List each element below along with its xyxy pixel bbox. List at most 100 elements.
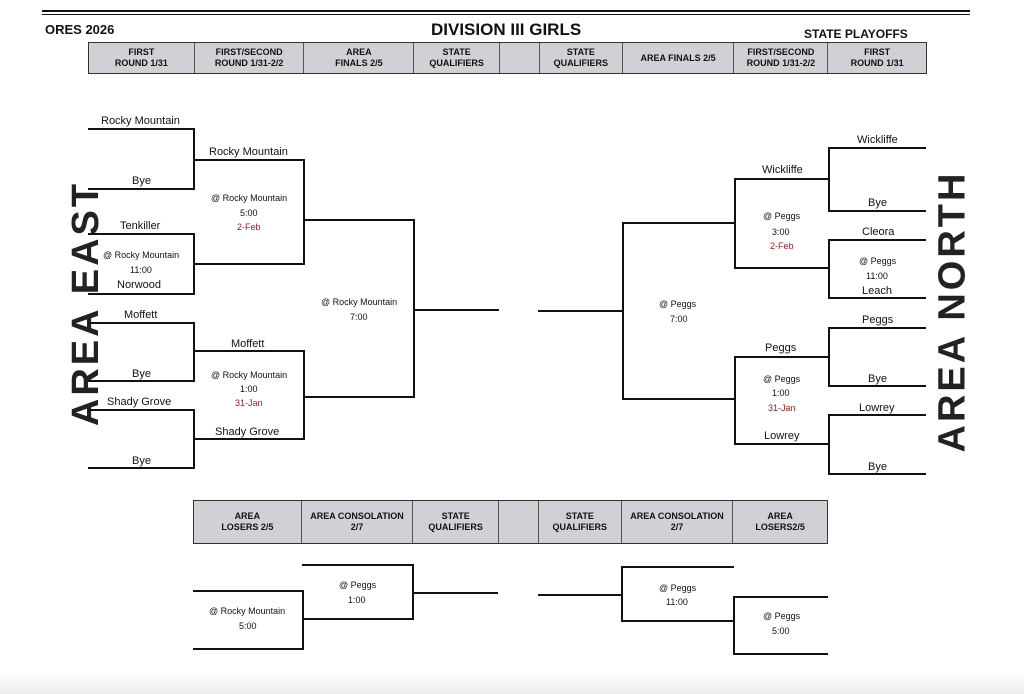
bracket-line: [828, 473, 926, 475]
team-name: Wickliffe: [762, 164, 803, 176]
bracket-line: [828, 239, 830, 299]
team-name: Cleora: [862, 226, 895, 238]
game-date: 31-Jan: [235, 398, 263, 408]
page-edge-shadow: [0, 672, 1024, 694]
bracket-line: [88, 467, 194, 469]
game-site: @ Peggs: [763, 211, 801, 221]
bracket-line: [412, 592, 498, 594]
bracket-line: [88, 409, 194, 411]
game-time: 1:00: [348, 595, 366, 605]
bracket-line: [733, 596, 828, 598]
game-time: 7:00: [670, 314, 688, 324]
col-header: AREA FINALS 2/5: [623, 43, 735, 73]
bracket-line: [828, 239, 926, 241]
game-site: @ Rocky Mountain: [209, 606, 286, 616]
bracket-line: [734, 356, 736, 445]
bracket-line: [621, 620, 734, 622]
team-name: Bye: [132, 455, 151, 467]
bracket-line: [193, 350, 304, 352]
bracket-line: [193, 159, 304, 161]
team-name: Lowrey: [859, 402, 895, 414]
bracket-line: [622, 222, 735, 224]
area-east-label: AREA EAST: [65, 180, 108, 427]
bracket-line: [733, 596, 735, 655]
team-name: Moffett: [124, 309, 158, 321]
game-date: 31-Jan: [768, 403, 796, 413]
bracket-line: [303, 159, 305, 265]
top-rule: [42, 10, 970, 12]
bracket-line: [303, 396, 414, 398]
bracket-line: [88, 322, 194, 324]
team-name: Rocky Mountain: [101, 115, 180, 127]
col-header-spacer: [500, 43, 540, 73]
bracket-line: [88, 380, 194, 382]
team-name: Norwood: [117, 279, 162, 291]
team-name: Moffett: [231, 338, 265, 350]
bracket-line: [734, 178, 736, 269]
bracket-line: [622, 222, 624, 400]
team-name: Shady Grove: [215, 426, 280, 438]
area-north-label: AREA NORTH: [931, 170, 974, 453]
game-time: 5:00: [240, 208, 258, 218]
game-site: @ Rocky Mountain: [103, 250, 180, 260]
bracket-line: [413, 219, 415, 398]
bracket-line: [621, 566, 623, 622]
team-name: Lowrey: [764, 430, 800, 442]
top-rule-thin: [42, 14, 970, 15]
game-site: @ Peggs: [763, 611, 801, 621]
team-name: Peggs: [862, 314, 894, 326]
bracket-line: [734, 267, 830, 269]
bracket-line: [193, 322, 195, 382]
bracket-line: [734, 443, 830, 445]
team-name: Peggs: [765, 342, 797, 354]
bracket-line: [734, 178, 830, 180]
game-site: @ Rocky Mountain: [321, 297, 398, 307]
bracket-line: [622, 398, 735, 400]
team-name: Shady Grove: [107, 396, 172, 408]
bracket-line: [302, 564, 413, 566]
team-name: Bye: [132, 175, 151, 187]
team-name: Bye: [868, 461, 887, 473]
bracket-line: [413, 309, 499, 311]
bracket-line: [303, 219, 414, 221]
team-name: Tenkiller: [120, 220, 161, 232]
game-time: 11:00: [666, 597, 688, 607]
col-header: AREA CONSOLATION 2/7: [622, 501, 734, 543]
bracket-line: [538, 310, 623, 312]
game-site: @ Rocky Mountain: [211, 370, 288, 380]
game-date: 2-Feb: [770, 241, 794, 251]
bracket-line: [88, 128, 194, 130]
game-time: 11:00: [866, 271, 888, 281]
team-name: Leach: [862, 285, 892, 297]
game-site: @ Peggs: [859, 256, 897, 266]
game-time: 1:00: [772, 388, 790, 398]
bracket-line: [734, 356, 830, 358]
bracket-line: [302, 618, 413, 620]
bracket-line: [302, 590, 304, 650]
game-time: 11:00: [130, 265, 152, 275]
game-site: @ Rocky Mountain: [211, 193, 288, 203]
bracket-line: [193, 590, 303, 592]
playoffs-label: STATE PLAYOFFS: [804, 27, 908, 41]
bracket-line: [828, 210, 926, 212]
game-site: @ Peggs: [339, 580, 377, 590]
game-date: 2-Feb: [237, 222, 261, 232]
bracket-line: [828, 385, 926, 387]
bracket-line: [828, 414, 926, 416]
game-site: @ Peggs: [763, 374, 801, 384]
bracket-line: [88, 188, 194, 190]
bracket-line: [193, 263, 304, 265]
team-name: Bye: [868, 373, 887, 385]
